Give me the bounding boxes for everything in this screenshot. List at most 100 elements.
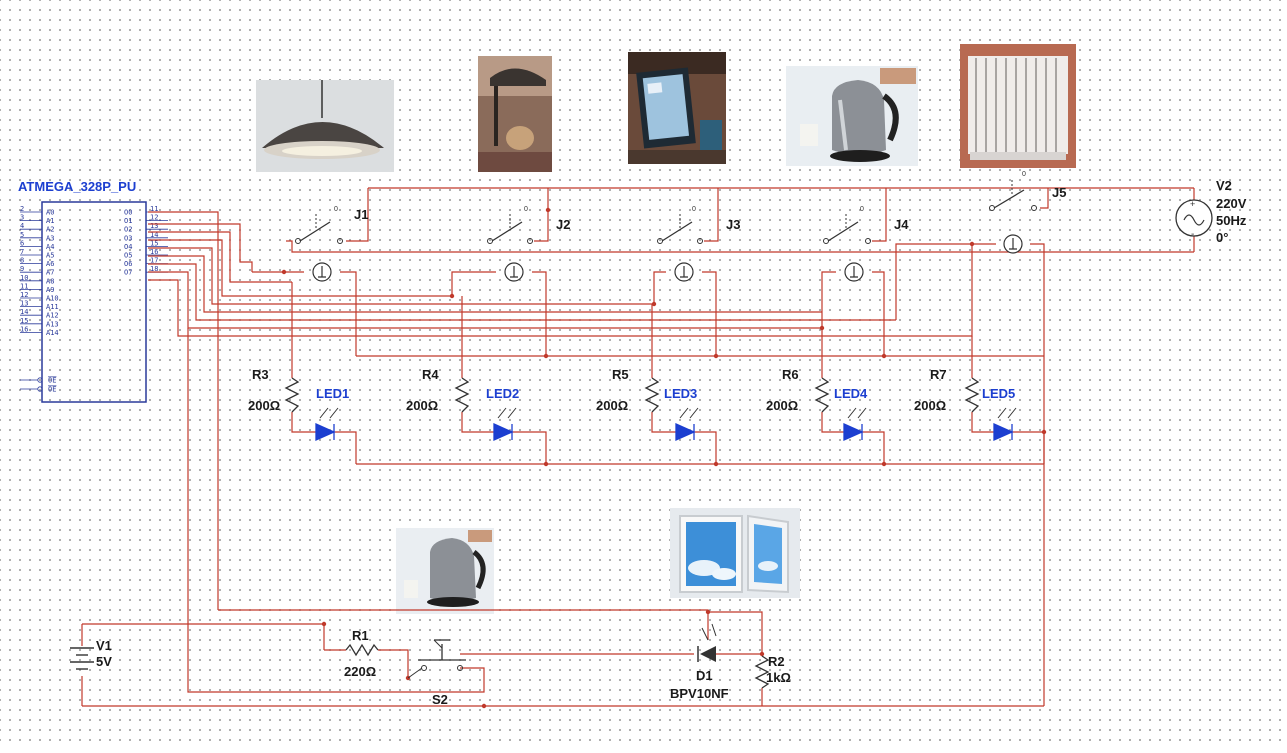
v2-frequency: 50Hz (1216, 213, 1247, 228)
chip-pin-label: A9 (46, 286, 54, 294)
chip-pin-number: 13 (20, 300, 28, 308)
relay-j1[interactable]: 0 J1 (295, 206, 369, 244)
chip-pin-label: OE (48, 377, 56, 385)
wiring (81, 187, 1194, 707)
relay-coil-marks (318, 238, 1017, 278)
r5-value: 200Ω (596, 398, 628, 413)
relay-j5[interactable]: 0 J5 (989, 171, 1067, 211)
svg-text:0: 0 (860, 206, 864, 213)
wire-junctions (281, 207, 1047, 709)
relay-j3[interactable]: 0 J3 (657, 206, 741, 244)
chip-pin-label: A4 (46, 243, 54, 251)
chip-pin-label: A11 (46, 303, 59, 311)
chip-pin-number: 15 (20, 317, 28, 325)
relay-label: J3 (726, 217, 740, 232)
svg-text:0: 0 (1022, 171, 1026, 178)
chip-pin-bubble (37, 377, 43, 383)
led-symbols (315, 407, 1017, 442)
oil-radiator-image (960, 44, 1076, 168)
relay-label: J1 (354, 207, 368, 222)
chip-pin-number: 11 (20, 282, 28, 290)
chip-pin-number: 15 (150, 239, 158, 247)
chip-pin-number: 9 (20, 265, 24, 273)
v2-voltage: 220V (1216, 196, 1247, 211)
ac-source-v2: + - V2 220V 50Hz 0° (1175, 178, 1247, 252)
v2-name: V2 (1216, 178, 1232, 193)
tablet-image (628, 52, 726, 164)
electric-kettle-image (786, 66, 918, 166)
chip-pin-label: O7 (124, 269, 132, 277)
r1-name: R1 (352, 628, 369, 643)
chip-pin-label: A5 (46, 252, 54, 260)
led1-label: LED1 (316, 386, 349, 401)
relay-label: J4 (894, 217, 909, 232)
r6-value: 200Ω (766, 398, 798, 413)
chip-pin-number: 13 (150, 222, 158, 230)
chip-pin-label: O1 (124, 217, 132, 225)
relay-coils (312, 234, 1023, 282)
chip-pin-number: 18 (150, 265, 158, 273)
resistor-zigzags (284, 377, 980, 413)
electric-kettle-image-2 (396, 528, 494, 614)
chip-pin-label: A12 (46, 312, 59, 320)
led3-label: LED3 (664, 386, 697, 401)
r2-value: 1kΩ (766, 670, 791, 685)
r3-name: R3 (252, 367, 269, 382)
chip-pin-label: A7 (46, 269, 54, 277)
led5-label: LED5 (982, 386, 1015, 401)
chip-pin-number: 6 (20, 239, 24, 247)
chip-pin-label: A14 (46, 329, 59, 337)
window-image (670, 508, 800, 598)
resistor-r2: R2 1kΩ (754, 654, 791, 689)
pushbutton-s2[interactable]: S2 (407, 639, 466, 707)
chip-pin-number: 10 (20, 274, 28, 282)
r1-value: 220Ω (344, 664, 376, 679)
photodiode-d1: D1 BPV10NF (670, 623, 729, 701)
chip-pin-number: 7 (20, 248, 24, 256)
svg-text:0: 0 (524, 206, 528, 213)
relay-j2[interactable]: 0 J2 (487, 206, 571, 244)
chip-pin-label: A3 (46, 234, 54, 242)
chip-pin-number: 14 (20, 308, 28, 316)
relay-j4[interactable]: 0 J4 (823, 206, 910, 244)
chip-pin-label: A2 (46, 226, 54, 234)
v2-phase: 0° (1216, 230, 1228, 245)
d1-name: D1 (696, 668, 713, 683)
r3-value: 200Ω (248, 398, 280, 413)
chip-pin-number: 16 (20, 325, 28, 333)
svg-text:-: - (1191, 229, 1194, 240)
r5-name: R5 (612, 367, 629, 382)
r7-name: R7 (930, 367, 947, 382)
chip-pin-label: O4 (124, 243, 132, 251)
r7-value: 200Ω (914, 398, 946, 413)
pendant-lamp-image (256, 80, 394, 172)
v1-name: V1 (96, 638, 112, 653)
chip-pin-label: A6 (46, 260, 54, 268)
r2-name: R2 (768, 654, 785, 669)
chip-pin-number: 16 (150, 248, 158, 256)
chip-left-pins: A02A13A24A35A46A57A68A79A810A911A1012A11… (20, 205, 59, 337)
svg-text:0: 0 (334, 206, 338, 213)
relay-label: J2 (556, 217, 570, 232)
chip-pin-label: A1 (46, 217, 54, 225)
resistor-labels: R3 200Ω R4 200Ω R5 200Ω R6 200Ω R7 200Ω (248, 367, 947, 413)
led4-label: LED4 (834, 386, 868, 401)
chip-pin-number: 11 (150, 205, 158, 213)
chip-pin-label: O6 (124, 260, 132, 268)
chip-pin-number: 12 (150, 214, 158, 222)
r4-value: 200Ω (406, 398, 438, 413)
chip-pin-bubble (37, 386, 43, 392)
relay-label: J5 (1052, 185, 1066, 200)
d1-part: BPV10NF (670, 686, 729, 701)
svg-text:+: + (1190, 199, 1195, 209)
chip-pin-number: 3 (20, 214, 24, 222)
chip-pin-label: O2 (124, 226, 132, 234)
chip-pin-label: O0 (124, 209, 132, 217)
resistor-r1: R1 220Ω (344, 628, 379, 679)
atmega-chip: ATMEGA_328P_PU A02A13A24A35A46A57A68A79A… (18, 179, 168, 403)
chip-pin-number: 12 (20, 291, 28, 299)
s2-label: S2 (432, 692, 448, 707)
